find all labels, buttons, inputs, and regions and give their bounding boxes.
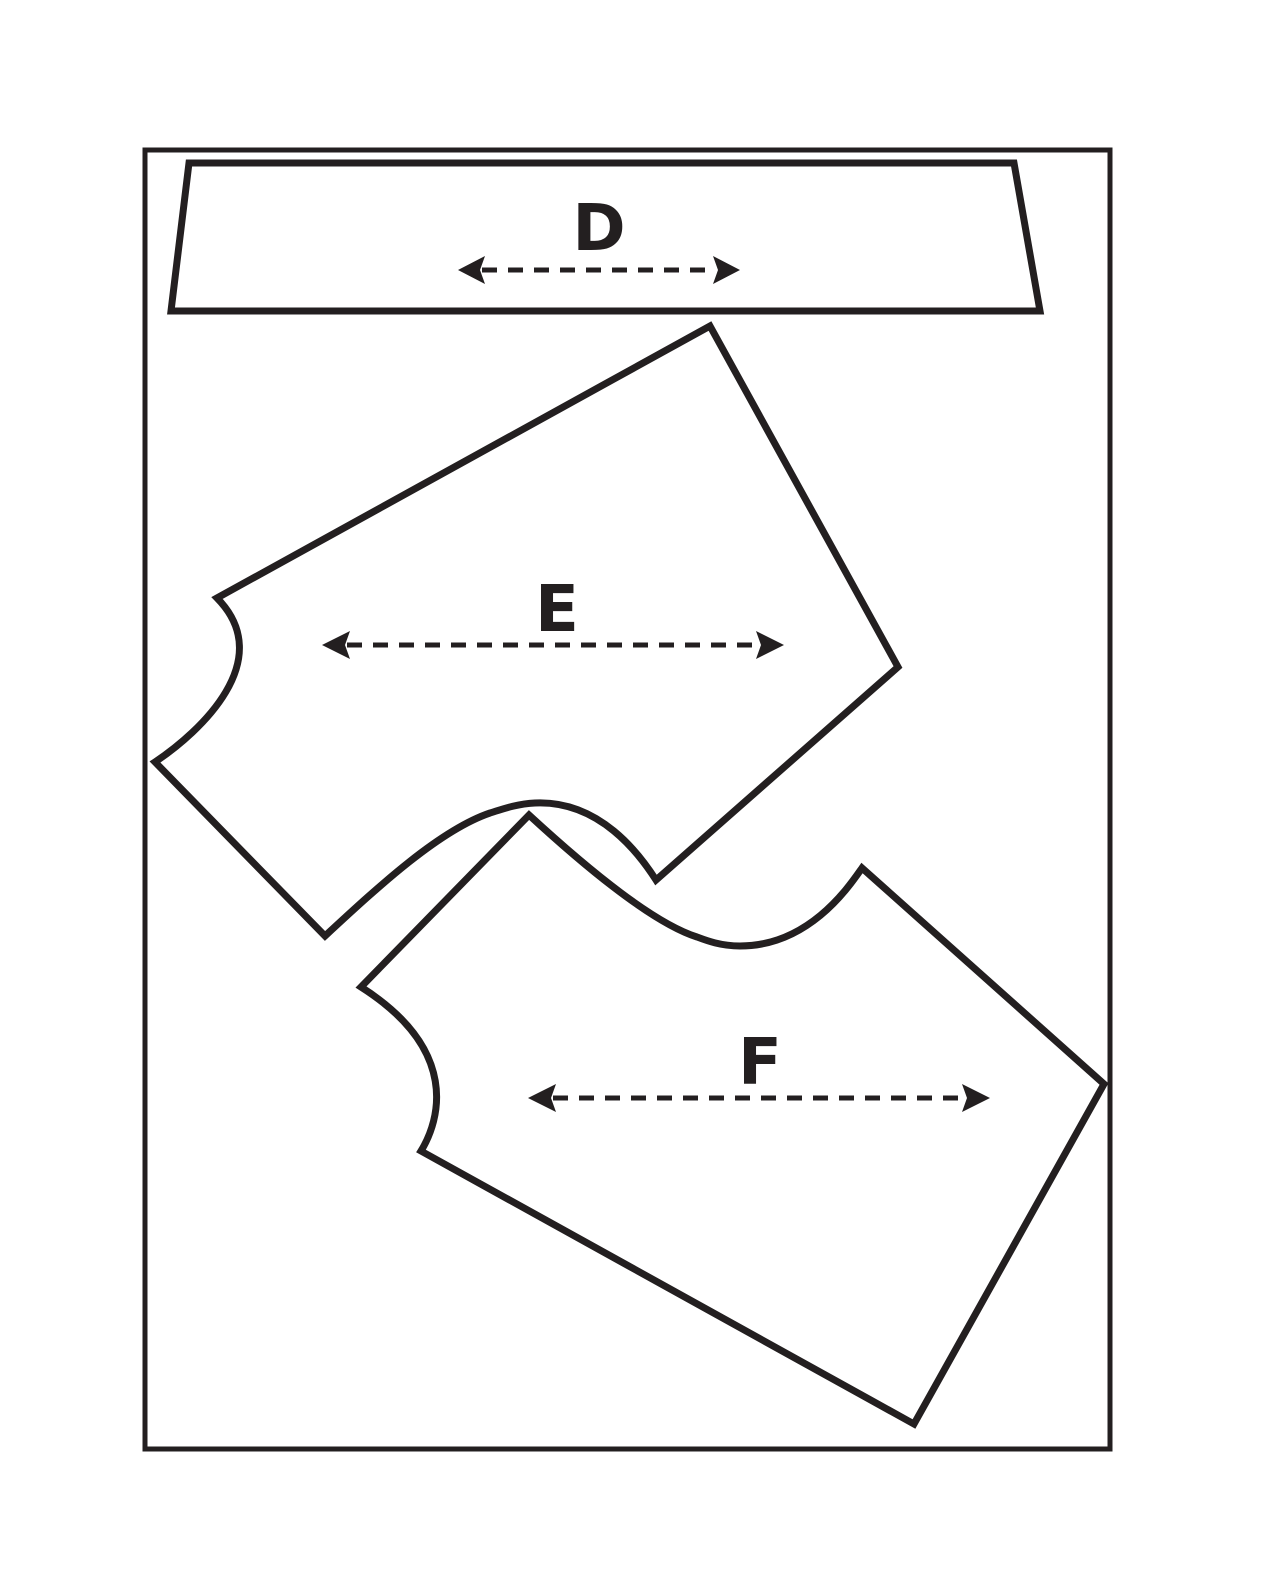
piece-d-grain-arrow-icon [458, 256, 740, 284]
pattern-piece-d: D [167, 159, 1045, 315]
pattern-piece-e: E [149, 321, 903, 941]
piece-f-label: F [738, 1026, 782, 1100]
piece-d-arrow-left [458, 256, 485, 284]
piece-e-arrow-right [756, 631, 784, 659]
piece-d-outline [167, 159, 1045, 315]
piece-e-grain-arrow-icon [322, 631, 784, 659]
pattern-piece-f: F [355, 810, 1109, 1429]
piece-e-outline [149, 321, 903, 941]
piece-d-label: D [572, 192, 625, 266]
piece-e-label: E [535, 573, 579, 647]
piece-f-outline [355, 810, 1109, 1429]
piece-f-grain-arrow-icon [528, 1084, 990, 1112]
fabric-frame [142, 147, 1113, 1452]
piece-d-arrow-right [713, 256, 740, 284]
piece-f-arrow-right [962, 1084, 990, 1112]
piece-f-arrow-left [528, 1084, 556, 1112]
piece-e-arrow-left [322, 631, 350, 659]
